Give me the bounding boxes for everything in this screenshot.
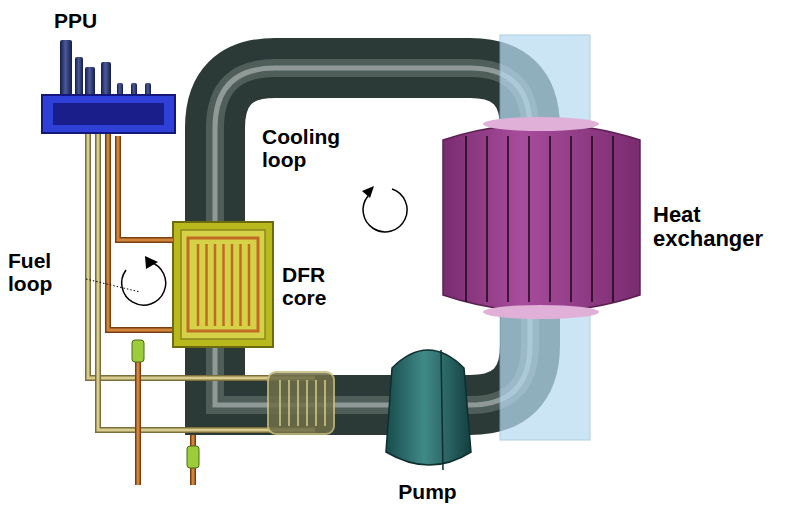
component: DFR core xyxy=(170,220,350,348)
coil-turn xyxy=(222,244,225,326)
plate-line xyxy=(297,380,299,426)
plate-line xyxy=(507,136,509,302)
coil-turn xyxy=(239,244,242,326)
pump-seam xyxy=(441,350,443,470)
component: Heat exchanger xyxy=(440,105,802,325)
plate-line xyxy=(288,380,290,426)
plate-line xyxy=(279,380,281,426)
component-label: Pump xyxy=(380,481,475,504)
small-exchanger xyxy=(268,372,334,434)
pump-body xyxy=(386,350,471,465)
leader-line xyxy=(86,279,140,292)
small-exchanger-plates xyxy=(280,380,325,426)
loop-label: Fuel loop xyxy=(8,250,88,295)
pipe-core xyxy=(118,136,173,240)
component-label: PPU xyxy=(54,10,164,33)
heat-exchanger-body xyxy=(443,124,640,312)
fuel-pipe xyxy=(108,133,175,330)
exchanger-plates xyxy=(466,136,613,302)
pipe-outline xyxy=(118,136,173,240)
component-label: DFR core xyxy=(282,264,346,309)
ppu-rod xyxy=(101,62,111,96)
circulation-arrow xyxy=(122,262,166,305)
plate-line xyxy=(315,380,317,426)
plate-line xyxy=(324,380,326,426)
plate-line xyxy=(306,380,308,426)
valve xyxy=(187,446,199,468)
arrow-head xyxy=(145,256,158,269)
coil-turn xyxy=(231,244,234,326)
coil-turn xyxy=(205,244,208,326)
fuel-coil xyxy=(188,238,258,331)
coil-frame xyxy=(188,238,258,331)
plate-line xyxy=(528,136,530,302)
ppu-rod xyxy=(75,57,83,96)
component-label: Heat exchanger xyxy=(653,203,799,251)
plate-line xyxy=(486,136,488,302)
component: Pump xyxy=(380,335,475,510)
fuel-pipe xyxy=(135,345,141,485)
plate-line xyxy=(591,136,593,302)
core-housing xyxy=(173,222,273,347)
plate-line xyxy=(549,136,551,302)
fuel-pipe xyxy=(118,136,173,240)
ppu-box xyxy=(42,95,175,133)
ppu-rod xyxy=(60,40,72,96)
coil-turn xyxy=(248,244,251,326)
coil-turn xyxy=(214,244,217,326)
fuel-pipe xyxy=(108,133,175,330)
arrow-head xyxy=(362,186,374,198)
ppu-inner xyxy=(53,103,164,125)
plate-line xyxy=(612,136,614,302)
component: PPU xyxy=(40,8,180,136)
coil-turn xyxy=(197,244,200,326)
plate-line xyxy=(570,136,572,302)
fuel-pipe xyxy=(137,345,140,485)
exchanger-cap xyxy=(483,305,599,319)
core-inner xyxy=(181,230,265,339)
exchanger-cap xyxy=(483,117,599,131)
loop-label: Cooling loop xyxy=(262,126,380,171)
ppu-rod xyxy=(85,67,95,96)
ppu-pipes xyxy=(60,40,151,96)
plate-line xyxy=(465,136,467,302)
valve xyxy=(132,340,144,362)
